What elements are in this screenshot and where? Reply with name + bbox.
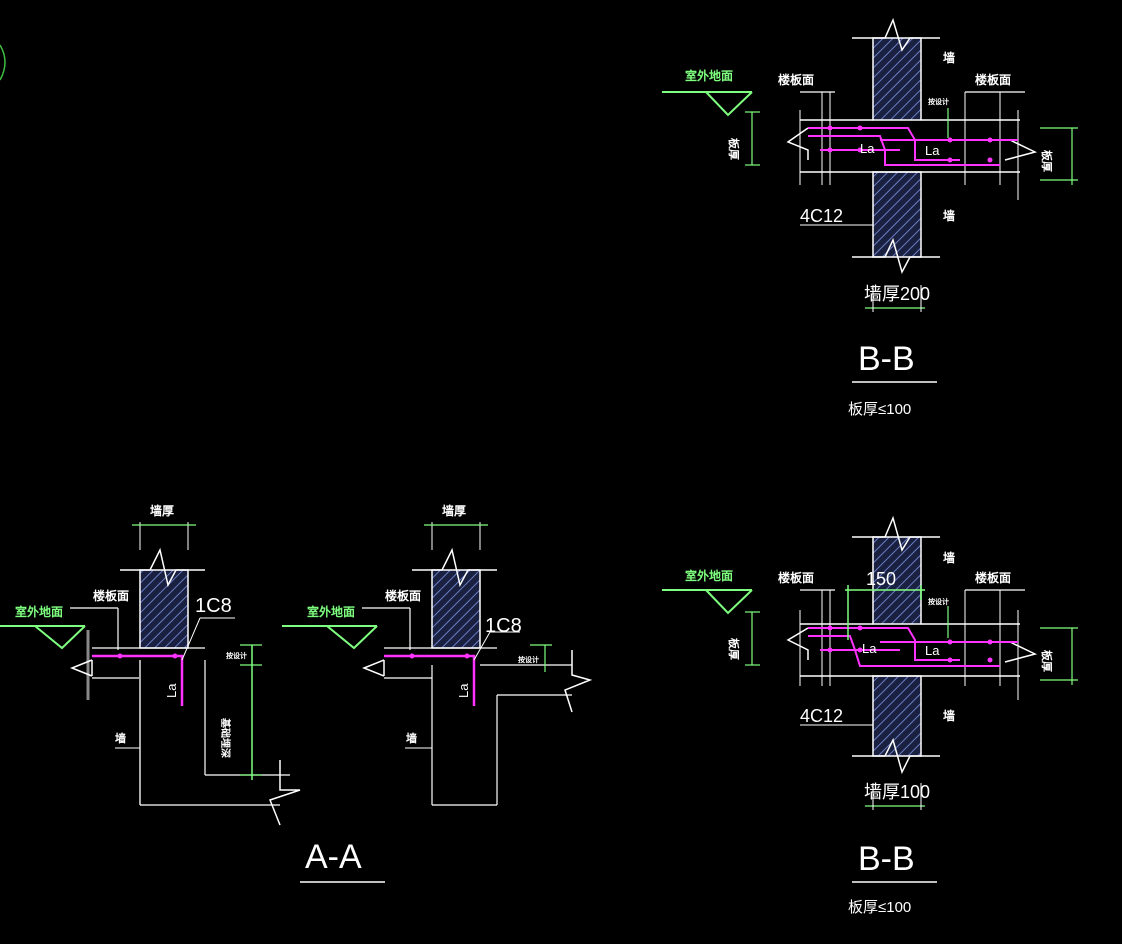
bbt-wall-top: 墙 (943, 50, 955, 65)
bbt-bottom-dim: 墙厚200 (864, 284, 930, 304)
bbt-slab-right: 楼板面 (975, 72, 1011, 87)
aal-top-dim: 墙厚 (150, 503, 174, 518)
bbb-dim-right: 板厚 (1040, 650, 1054, 672)
aar-anchor-label: La (456, 683, 471, 698)
bbb-rebar-label: 4C12 (800, 706, 843, 726)
bbt-small-dim: 按设计 (928, 97, 949, 106)
bbt-anchor-left: La (860, 141, 875, 156)
bbb-small-dim: 按设计 (928, 597, 949, 606)
bbt-rebar-label: 4C12 (800, 206, 843, 226)
aar-rebar-label: 1C8 (485, 615, 522, 637)
aa-title: A-A (305, 838, 362, 876)
bbb-subtitle: 板厚≤100 (848, 898, 911, 916)
bbb-slab-right: 楼板面 (975, 570, 1011, 585)
aar-slab-label: 楼板面 (385, 588, 421, 603)
aar-top-dim: 墙厚 (442, 503, 466, 518)
bbt-subtitle: 板厚≤100 (848, 400, 911, 418)
bbb-dim-left: 板厚 (727, 638, 741, 660)
bbt-title: B-B (858, 340, 915, 378)
aal-side-label: 墙 (115, 731, 126, 745)
bbt-slab-left: 楼板面 (778, 72, 814, 87)
aal-anchor-label: La (164, 683, 179, 698)
aar-small-dim: 按设计 (518, 655, 539, 664)
aar-ground-label: 室外地面 (307, 604, 355, 619)
section-aa-right: 墙厚 室外地面 楼板面 1C8 La 墙 按设计 (282, 503, 593, 806)
bbb-slab-left: 楼板面 (778, 570, 814, 585)
bbt-ground-label: 室外地面 (685, 68, 733, 83)
bbb-ground-label: 室外地面 (685, 568, 733, 583)
break-symbol-top (852, 17, 940, 52)
bbb-title: B-B (858, 840, 915, 878)
aal-rebar-label: 1C8 (195, 595, 232, 617)
bbb-anchor-right: La (925, 643, 940, 658)
bbb-top-dim: 150 (866, 569, 896, 589)
section-bb-top: 室外地面 楼板面 楼板面 墙 墙 La La 4C12 板厚 板厚 按设计 墙厚… (662, 17, 1078, 418)
break-symbol-bottom (852, 237, 940, 274)
bbt-wall-bottom: 墙 (943, 208, 955, 223)
section-bb-bottom: 室外地面 楼板面 楼板面 墙 墙 La La 150 4C12 板厚 板厚 按设… (662, 515, 1078, 916)
section-aa-left: 墙厚 室外地面 楼板面 1C8 La 基础埋深 墙 按设计 (0, 503, 301, 826)
bbb-wall-top: 墙 (943, 550, 955, 565)
bbt-anchor-right: La (925, 143, 940, 158)
bbb-anchor-left: La (862, 641, 877, 656)
wall-hatch-lower (872, 171, 922, 258)
aal-depth-label: 基础埋深 (219, 717, 232, 758)
bbb-bottom-dim: 墙厚100 (864, 782, 930, 802)
partial-arc-edge (0, 44, 6, 81)
bbt-dim-right: 板厚 (1040, 150, 1054, 172)
bbb-wall-bottom: 墙 (943, 708, 955, 723)
wall-hatch-upper (872, 37, 922, 121)
aal-small-dim: 按设计 (226, 651, 247, 660)
aal-slab-label: 楼板面 (93, 588, 129, 603)
aar-side-label: 墙 (406, 731, 417, 745)
aal-ground-label: 室外地面 (15, 604, 63, 619)
bbt-dim-left: 板厚 (727, 138, 741, 160)
